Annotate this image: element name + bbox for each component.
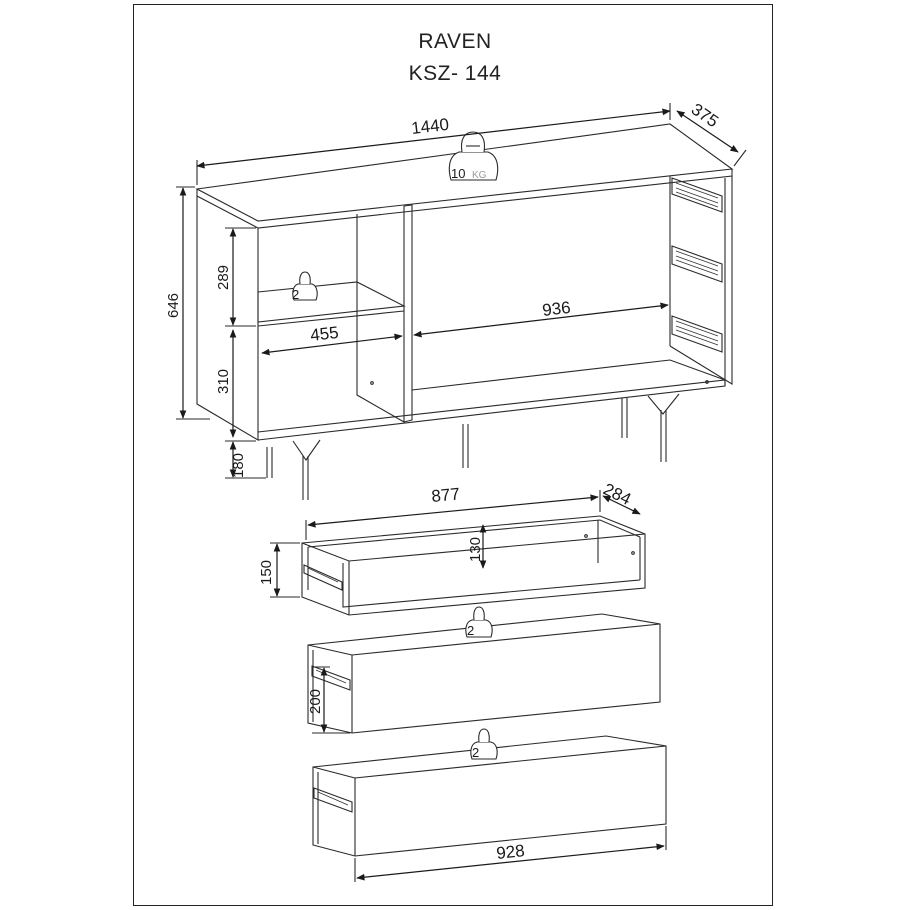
right-width-936-label: 936 <box>541 298 571 320</box>
top-load-unit: KG <box>472 170 487 181</box>
lower-height-310-label: 310 <box>215 369 232 394</box>
drawer3-load-value: 2 <box>472 745 479 760</box>
depth-375-label: 375 <box>688 100 722 132</box>
sideboard-cabinet <box>195 123 734 500</box>
drawer-runners <box>671 177 723 353</box>
drawer2-load-value: 2 <box>467 623 474 638</box>
shelf-load-value: 2 <box>292 287 299 302</box>
drawer-2 <box>307 613 661 734</box>
drawer1-depth-284-label: 284 <box>600 480 634 510</box>
divider-panel-left <box>356 206 405 423</box>
drawer-3 <box>312 735 667 857</box>
top-load-value: 10 <box>451 166 465 181</box>
divider-panel-right <box>403 204 413 423</box>
left-width-455-label: 455 <box>309 323 339 345</box>
drawer-1 <box>301 515 646 616</box>
kettlebell-shelf-icon: 2 <box>292 271 318 302</box>
product-name: RAVEN <box>418 30 492 53</box>
kettlebell-10kg-icon: 10 KG <box>448 131 499 181</box>
cabinet-dimensions: 1440 375 646 289 310 180 455 936 <box>165 100 747 479</box>
leg-height-180-label: 180 <box>230 453 247 478</box>
product-code: KSZ- 144 <box>408 62 502 85</box>
kettlebell-drawer2-icon: 2 <box>465 606 493 638</box>
drawer2-height-200-label: 200 <box>307 689 324 714</box>
drawer1-height-150-label: 150 <box>258 560 275 585</box>
left-side-panel <box>196 196 259 441</box>
drawer-1-dimensions: 877 284 150 130 <box>258 480 641 598</box>
drawer1-width-877-label: 877 <box>431 484 461 506</box>
internal-shelf <box>257 281 406 323</box>
drawing-frame <box>133 4 773 906</box>
drawer-2-dimensions: 200 <box>307 666 350 734</box>
width-1440-label: 1440 <box>410 115 450 138</box>
drawer3-width-928-label: 928 <box>495 841 525 863</box>
bottom-panel <box>257 379 726 441</box>
right-side-panel <box>669 176 733 385</box>
drawer-3-dimensions: 928 <box>354 826 667 882</box>
cabinet-legs <box>266 393 680 500</box>
drawer1-inner-130-label: 130 <box>467 537 484 562</box>
upper-height-289-label: 289 <box>215 265 232 290</box>
height-646-label: 646 <box>165 293 182 318</box>
kettlebell-drawer3-icon: 2 <box>470 728 498 760</box>
